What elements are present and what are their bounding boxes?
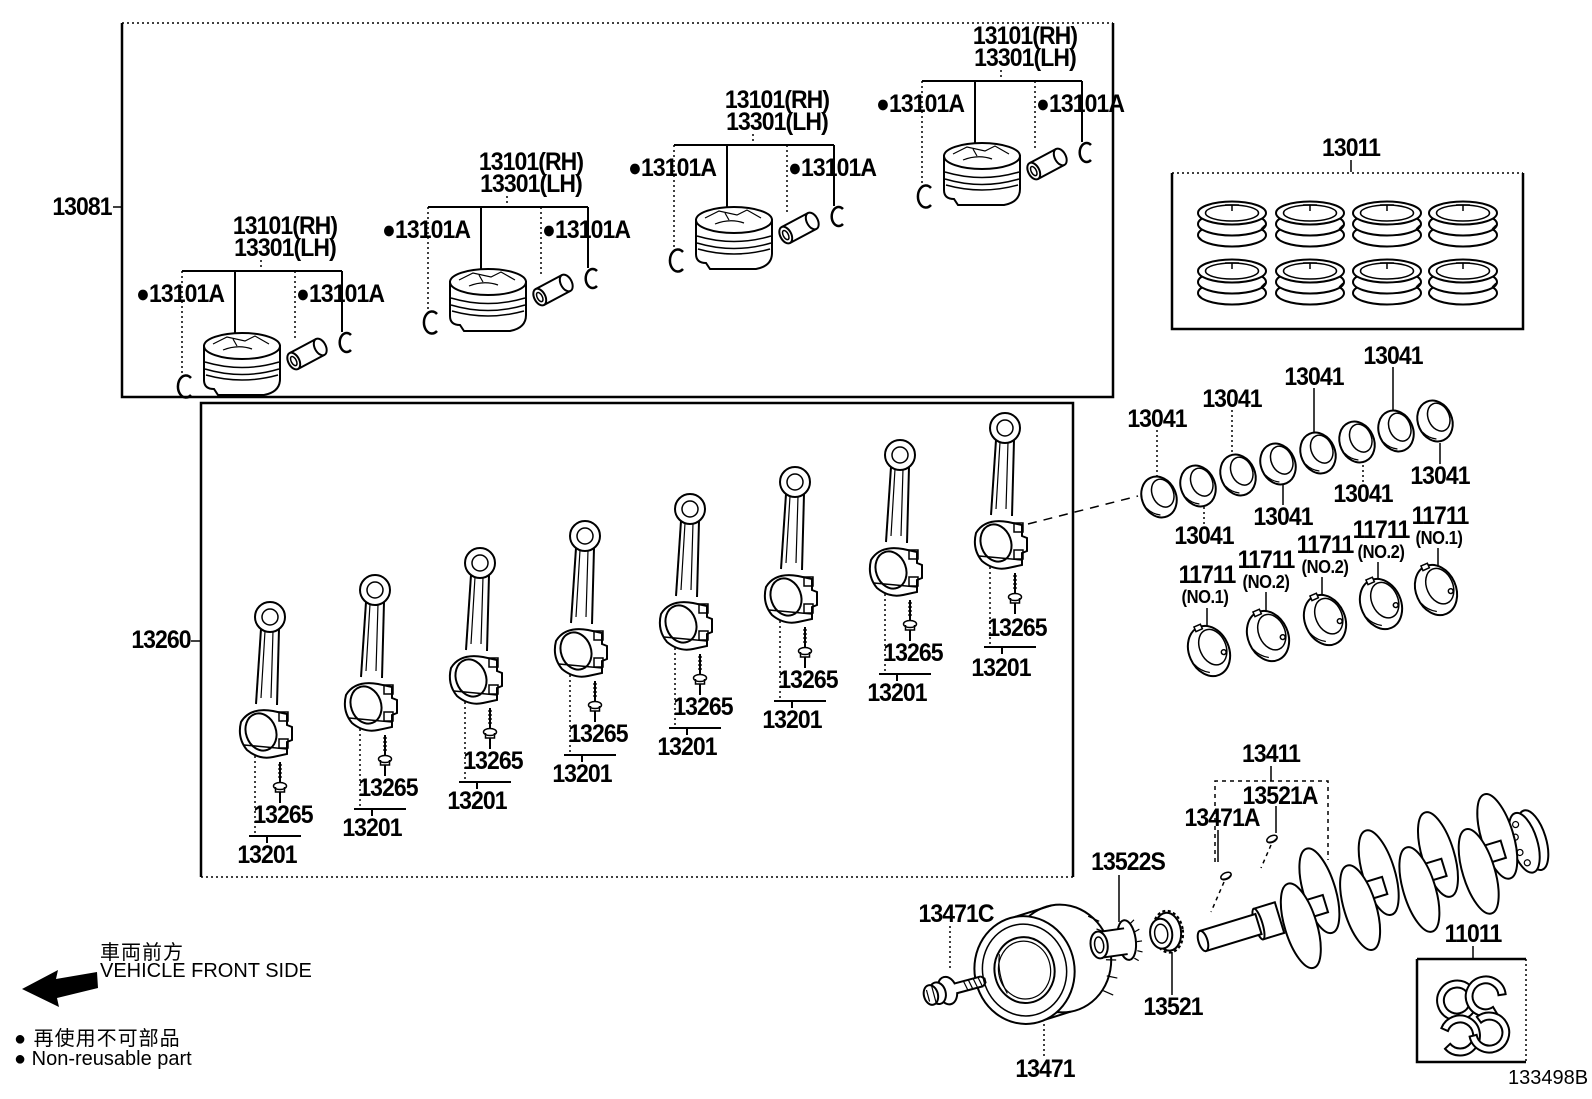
piston-ring-set-6 bbox=[1275, 258, 1345, 306]
piston-ring-set-3 bbox=[1352, 200, 1422, 248]
rod-bearing-shell-5 bbox=[1292, 425, 1344, 481]
crankshaft-dashed-box bbox=[1214, 780, 1329, 862]
rod-bearing-shell-1 bbox=[1133, 469, 1185, 525]
crankshaft bbox=[1196, 793, 1550, 970]
main-bearing-shell-2 bbox=[1237, 601, 1298, 669]
piston-ring-set-4 bbox=[1428, 200, 1498, 248]
main-bearing-shell-5 bbox=[1405, 555, 1466, 623]
thrust-washer-box bbox=[1415, 957, 1527, 1064]
crankshaft-pulley bbox=[973, 903, 1118, 1025]
connecting-rod-3 bbox=[448, 547, 512, 790]
piston-ring-box bbox=[1170, 172, 1525, 331]
piston-ring-set-7 bbox=[1352, 258, 1422, 306]
connecting-rod-7 bbox=[868, 439, 932, 682]
main-bearing-shell-3 bbox=[1294, 585, 1355, 653]
thrust-washer-set bbox=[1431, 968, 1516, 1060]
pulley-key bbox=[1218, 870, 1234, 882]
front-side-arrow bbox=[22, 970, 98, 1007]
leader-lines bbox=[113, 160, 1474, 1056]
rod-bearing-shell-6 bbox=[1331, 414, 1383, 470]
rod-bearing-shell-7 bbox=[1370, 403, 1422, 459]
main-bearing-shell-1 bbox=[1178, 616, 1239, 684]
rod-bearing-shell-2 bbox=[1172, 458, 1224, 514]
rod-bearing-shell-8 bbox=[1409, 393, 1461, 449]
rod-bearing-shell-3 bbox=[1212, 447, 1264, 503]
connecting-rod-6 bbox=[763, 466, 827, 709]
piston-ring-set-8 bbox=[1428, 258, 1498, 306]
rod-bearing-shell-4 bbox=[1252, 436, 1304, 492]
main-bearing-shell-4 bbox=[1350, 569, 1411, 637]
piston-box bbox=[120, 22, 1115, 399]
pulley-bolt bbox=[922, 975, 987, 1006]
connecting-rod-5 bbox=[658, 493, 722, 736]
piston-ring-set-2 bbox=[1275, 200, 1345, 248]
piston-assembly-4 bbox=[916, 68, 1093, 209]
connecting-rod-8 bbox=[973, 412, 1037, 655]
connecting-rod-4 bbox=[553, 520, 617, 763]
piston-ring-set-1 bbox=[1197, 200, 1267, 248]
timing-gear-key bbox=[1264, 833, 1280, 845]
crankshaft-timing-gear bbox=[1149, 909, 1185, 954]
connecting-rod-2 bbox=[343, 574, 407, 817]
piston-ring-set-5 bbox=[1197, 258, 1267, 306]
connecting-rod-1 bbox=[238, 601, 302, 844]
piston-assembly-2 bbox=[422, 194, 599, 335]
piston-assembly-1 bbox=[176, 258, 353, 399]
connecting-rod-box bbox=[199, 401, 1075, 878]
piston-assembly-3 bbox=[668, 132, 845, 273]
timing-sprocket bbox=[1089, 919, 1143, 962]
